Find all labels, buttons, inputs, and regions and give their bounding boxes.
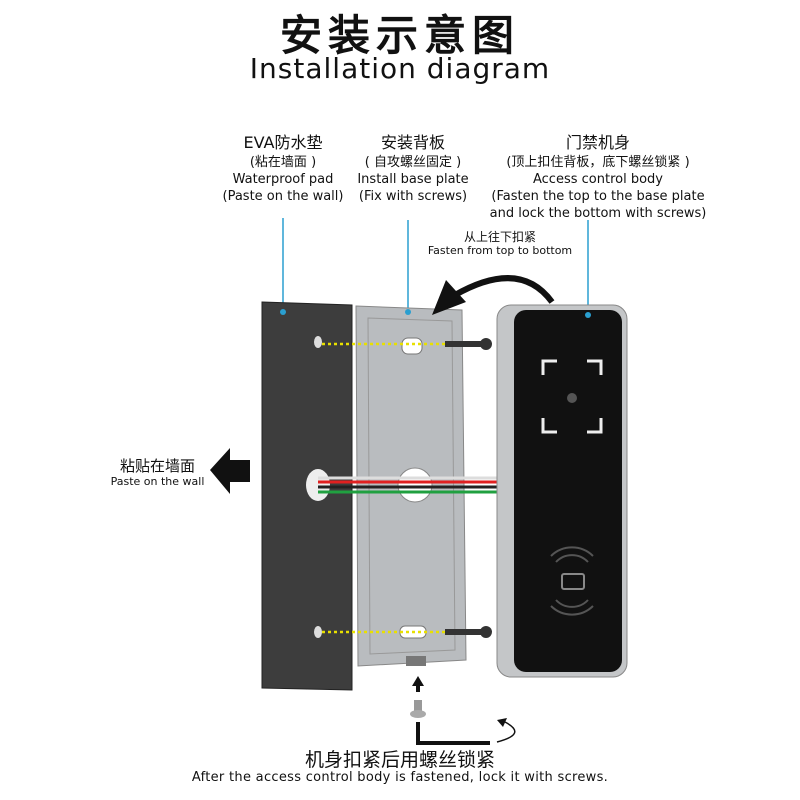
label-en: Waterproof pad xyxy=(232,172,334,187)
screws xyxy=(410,338,492,718)
screw-path-line xyxy=(416,722,490,745)
fasten-note: 从上往下扣紧 Fasten from top to bottom xyxy=(410,230,590,258)
up-arrow-icon xyxy=(412,676,424,692)
title-chinese: 安装示意图 xyxy=(279,11,520,60)
wires xyxy=(318,476,500,494)
paste-cn: 粘贴在墙面 xyxy=(119,457,195,475)
label-en-note: (Fasten the top to the base plate xyxy=(491,189,705,204)
rotate-arrow-icon xyxy=(496,718,516,743)
access-control-body xyxy=(496,304,628,678)
label-en-note-2: and lock the bottom with screws) xyxy=(489,206,707,221)
label-en-note: (Fix with screws) xyxy=(358,189,468,204)
nfc-card-icon xyxy=(550,546,594,616)
face-scan-icon xyxy=(541,359,603,434)
fasten-en: Fasten from top to bottom xyxy=(427,244,573,257)
leader-lines xyxy=(282,218,589,315)
title-english: Installation diagram xyxy=(249,52,551,85)
label-cn-note: ( 自攻螺丝固定 ) xyxy=(364,155,462,170)
label-cn: 安装背板 xyxy=(380,133,445,152)
label-base-plate: 安装背板 ( 自攻螺丝固定 ) Install base plate (Fix … xyxy=(338,132,488,205)
label-waterproof-pad: EVA防水垫 (粘在墙面 ) Waterproof pad (Paste on … xyxy=(203,132,363,205)
label-en-note: (Paste on the wall) xyxy=(222,189,344,204)
paste-en: Paste on the wall xyxy=(110,475,205,488)
fasten-cn: 从上往下扣紧 xyxy=(463,230,536,244)
label-cn: 门禁机身 xyxy=(565,133,630,152)
label-en: Install base plate xyxy=(357,172,469,187)
left-arrow-icon xyxy=(210,448,250,494)
label-cn-note: (粘在墙面 ) xyxy=(249,155,317,170)
paste-note: 粘贴在墙面 Paste on the wall xyxy=(95,458,220,490)
bottom-note-cn: 机身扣紧后用螺丝锁紧 xyxy=(304,749,495,771)
label-access-body: 门禁机身 (顶上扣住背板，底下螺丝锁紧 ) Access control bod… xyxy=(478,132,718,222)
fasten-arrow-icon xyxy=(432,275,555,315)
bottom-note-en: After the access control body is fastene… xyxy=(191,770,609,785)
label-cn: EVA防水垫 xyxy=(243,133,323,152)
label-en: Access control body xyxy=(533,172,663,187)
waterproof-pad xyxy=(261,301,353,691)
label-cn-note: (顶上扣住背板，底下螺丝锁紧 ) xyxy=(506,155,690,170)
